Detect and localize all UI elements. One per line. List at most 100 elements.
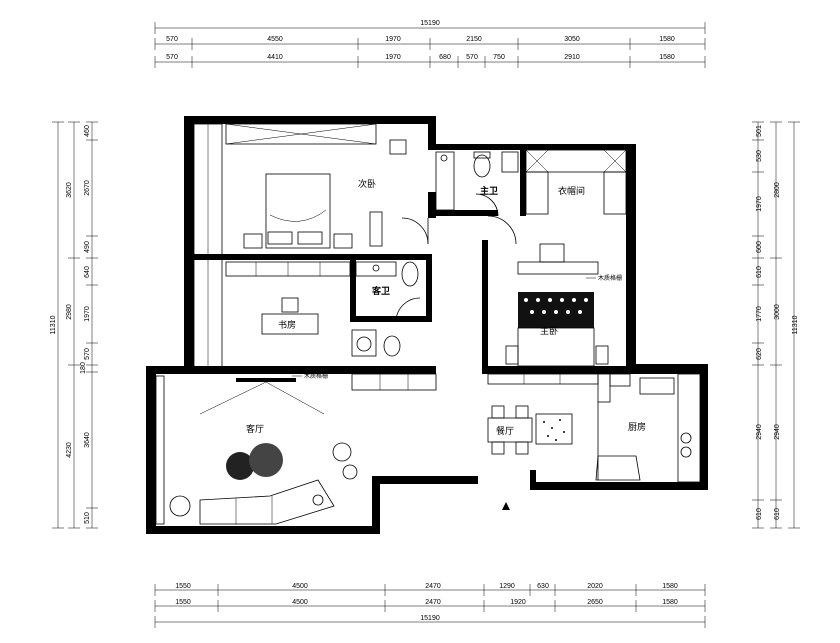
top-dim-3: 1970 (385, 36, 401, 43)
right-outer-dim-2: 3000 (774, 304, 781, 320)
right-inner-dim-6: 1770 (756, 306, 763, 322)
right-outer-dim-3: 2940 (774, 424, 781, 440)
study-chair (281, 297, 299, 313)
left-inner-dim-2: 2670 (84, 180, 91, 196)
right-inner-dim-1: 501 (756, 125, 763, 137)
top2-dim-1: 570 (166, 54, 178, 61)
left-inner-dim-9: 510 (84, 512, 91, 524)
room-label-second-bedroom: 次卧 (358, 178, 376, 190)
dining-room: 餐厅 (487, 405, 573, 510)
kitchen-counter (677, 373, 701, 483)
right-inner-dim-8: 2940 (756, 424, 763, 440)
bottom-dim-2: 4500 (292, 583, 308, 590)
right-dimensions: 501 530 1970 600 610 1770 620 2940 610 2… (752, 121, 800, 529)
door-swing-guest-bath (395, 297, 421, 323)
left-inner-dim-8: 3640 (84, 432, 91, 448)
left-inner-dim-3: 490 (84, 241, 91, 253)
left-outer-dim-2: 2980 (66, 304, 73, 320)
room-label-kitchen: 厨房 (628, 421, 646, 433)
room-label-guest-bath: 客卫 (371, 285, 390, 297)
sink-icon (501, 151, 519, 173)
coffee-table (249, 443, 283, 477)
entry-cabinet (351, 373, 437, 391)
wood-grille-note-right: 木质格栅 (598, 274, 622, 282)
room-label-master-bedroom: 主卧 (540, 325, 558, 337)
right-total-dim: 11310 (792, 315, 799, 334)
top-total-dim: 15190 (420, 20, 440, 27)
bottom-dim-6: 2020 (587, 583, 603, 590)
guest-bath: 客卫 (351, 261, 437, 391)
master-bedroom: 木质格栅 主卧 (487, 215, 622, 367)
sofa (199, 479, 335, 525)
bottom2-dim-4: 1920 (510, 599, 526, 606)
bottom-dim-7: 1580 (662, 583, 678, 590)
left-outer-dim-3: 4230 (66, 442, 73, 458)
top2-dim-8: 1580 (659, 54, 675, 61)
top-dim-4: 2150 (466, 36, 482, 43)
window-right (627, 213, 635, 367)
top2-dim-6: 750 (493, 54, 505, 61)
study: 书房 (225, 261, 351, 335)
left-dimensions: 11310 3620 2980 4230 460 2670 490 640 19… (50, 121, 98, 529)
top-dim-2: 4550 (267, 36, 283, 43)
room-label-master-bath: 主卫 (480, 185, 498, 197)
dining-bench (595, 455, 641, 481)
side-table-left (226, 452, 254, 480)
room-label-dining-room: 餐厅 (496, 425, 514, 437)
bottom-dim-1: 1550 (175, 583, 191, 590)
top2-dim-3: 1970 (385, 54, 401, 61)
kitchen: 厨房 (595, 373, 701, 483)
second-bedroom: 次卧 (225, 123, 429, 249)
left-inner-dim-5: 1970 (84, 306, 91, 322)
stove-burner-icon (680, 432, 692, 444)
wood-grille-note-left: 木质格栅 (304, 372, 328, 380)
right-outer-dim-1: 2800 (774, 182, 781, 198)
walls (146, 116, 708, 534)
right-inner-dim-7: 620 (756, 348, 763, 360)
left-inner-dim-6: 570 (84, 348, 91, 360)
bottom-dimensions: 1550 4500 2470 1290 630 2020 1580 1550 4… (154, 583, 706, 628)
study-desk (261, 313, 319, 335)
window-left (193, 123, 223, 369)
door-swing-master-bedroom (487, 215, 517, 245)
bottom2-dim-5: 2650 (587, 599, 603, 606)
guest-sink-icon (383, 335, 401, 357)
tv-console (517, 261, 599, 275)
top2-dim-7: 2910 (564, 54, 580, 61)
top-dim-5: 3050 (564, 36, 580, 43)
right-inner-dim-3: 1970 (756, 196, 763, 212)
kitchen-sink (639, 377, 675, 395)
bottom2-dim-6: 1580 (662, 599, 678, 606)
top-dim-1: 570 (166, 36, 178, 43)
top2-dim-5: 570 (466, 54, 478, 61)
top-dimensions: 15190 570 4550 1970 2150 3050 1580 570 4… (154, 20, 706, 68)
right-inner-dim-9: 610 (756, 508, 763, 520)
right-inner-dim-2: 530 (756, 150, 763, 162)
island-counter (535, 413, 573, 445)
left-inner-dim-7: 180 (80, 362, 87, 374)
washing-machine-icon (351, 329, 377, 357)
chair-icon (389, 139, 407, 155)
desk (369, 211, 383, 247)
living-room: 木质格栅 客厅 (155, 372, 358, 525)
bottom-dim-4: 1290 (499, 583, 515, 590)
top2-dim-4: 680 (439, 54, 451, 61)
bottom-dim-3: 2470 (425, 583, 441, 590)
left-total-dim: 11310 (50, 315, 57, 334)
door-swing-master-bath (475, 193, 499, 217)
second-bedroom-bed (265, 173, 331, 249)
right-outer-dim-4: 610 (774, 508, 781, 520)
top-dim-6: 1580 (659, 36, 675, 43)
right-inner-dim-4: 600 (756, 241, 763, 253)
nightstand-right (333, 233, 353, 249)
door-swing-second-bedroom (401, 217, 429, 245)
left-inner-dim-4: 640 (84, 266, 91, 278)
floor-lamp-icon (169, 495, 191, 517)
bottom-total-dim: 15190 (420, 615, 440, 622)
bottom2-dim-2: 4500 (292, 599, 308, 606)
master-bath: 主卫 (435, 151, 519, 217)
walk-in-closet: 衣帽间 (525, 149, 627, 215)
bottom-dim-5: 630 (537, 583, 549, 590)
right-inner-dim-5: 610 (756, 266, 763, 278)
